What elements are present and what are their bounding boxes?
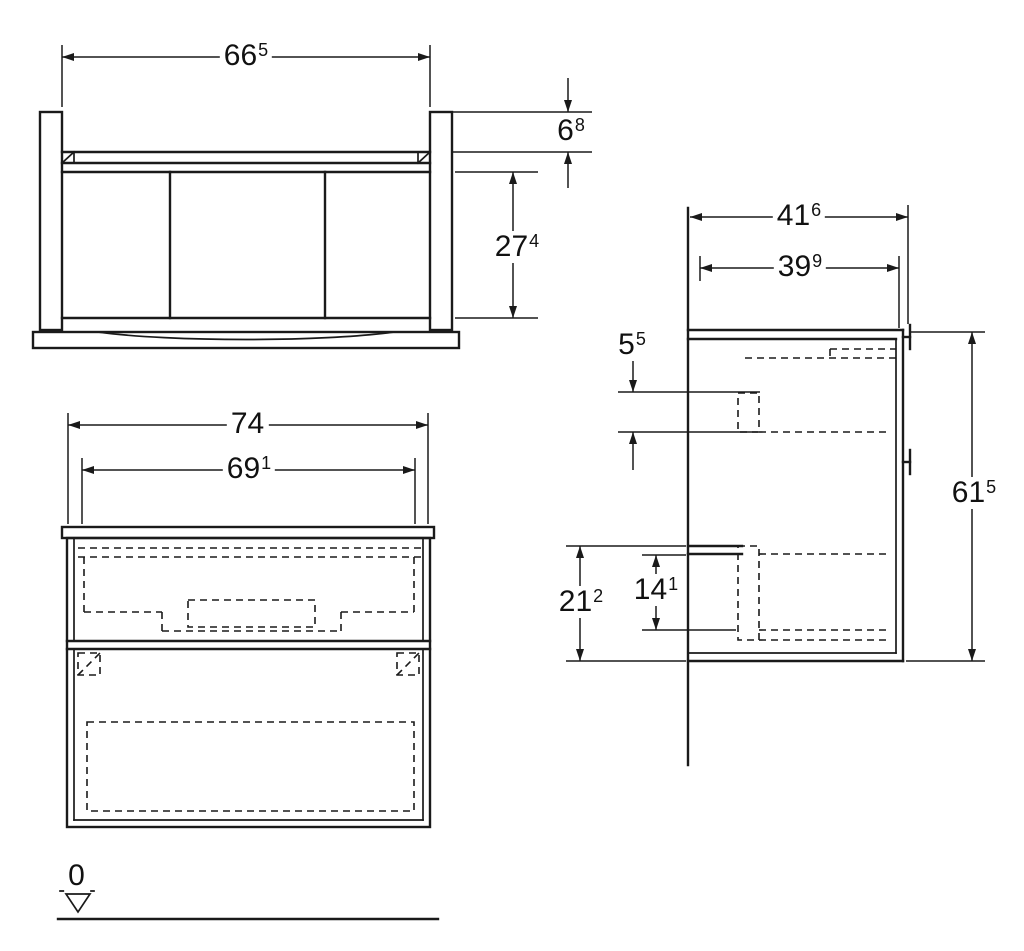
dim-side-drawer-gap: 141 [629,573,683,606]
datum-symbol [56,890,440,921]
dim-side-bottom-section: 212 [554,585,608,618]
dim-front-total-width: 74 [226,407,270,440]
dim-value: 69 [226,452,261,485]
dim-top-inner-width: 665 [219,39,273,72]
dim-datum-zero: 0 [64,860,90,892]
dim-superscript: 5 [258,40,269,60]
dim-value: 14 [633,573,668,606]
dim-superscript: 5 [986,477,997,497]
top-view-drawing [31,45,592,350]
side-view-drawing [566,205,985,767]
dim-value: 27 [494,230,529,263]
top-view-dimensions [61,45,592,319]
dim-top-rail-height: 68 [553,115,589,147]
dim-top-inner-depth: 274 [490,230,544,263]
dim-value: 74 [230,407,265,440]
dim-superscript: 8 [574,115,585,135]
dim-side-total-depth: 416 [772,199,826,232]
dim-front-inner-width: 691 [222,452,276,485]
dim-superscript: 1 [668,574,679,594]
dim-side-total-height: 615 [947,476,1001,509]
dim-value: 5 [618,328,635,361]
dim-value: 6 [557,114,574,147]
dim-superscript: 4 [529,231,540,251]
side-view-outline [686,206,912,767]
front-view-hidden-details [77,547,421,812]
dim-superscript: 6 [811,200,822,220]
dim-value: 39 [777,250,812,283]
front-view-outline [60,525,436,829]
dim-side-top-offset: 55 [614,329,650,361]
dim-value: 66 [223,39,258,72]
dim-superscript: 2 [593,586,604,606]
dim-value: 41 [776,199,811,232]
dim-superscript: 5 [635,329,646,349]
dim-superscript: 9 [812,251,823,271]
top-view-outline [31,110,461,350]
dim-value: 61 [951,476,986,509]
dim-side-inner-depth: 399 [773,250,827,283]
side-view-hidden-details [737,348,896,641]
dim-superscript: 1 [261,453,272,473]
dim-value: 21 [558,585,593,618]
dim-value: 0 [68,859,85,892]
